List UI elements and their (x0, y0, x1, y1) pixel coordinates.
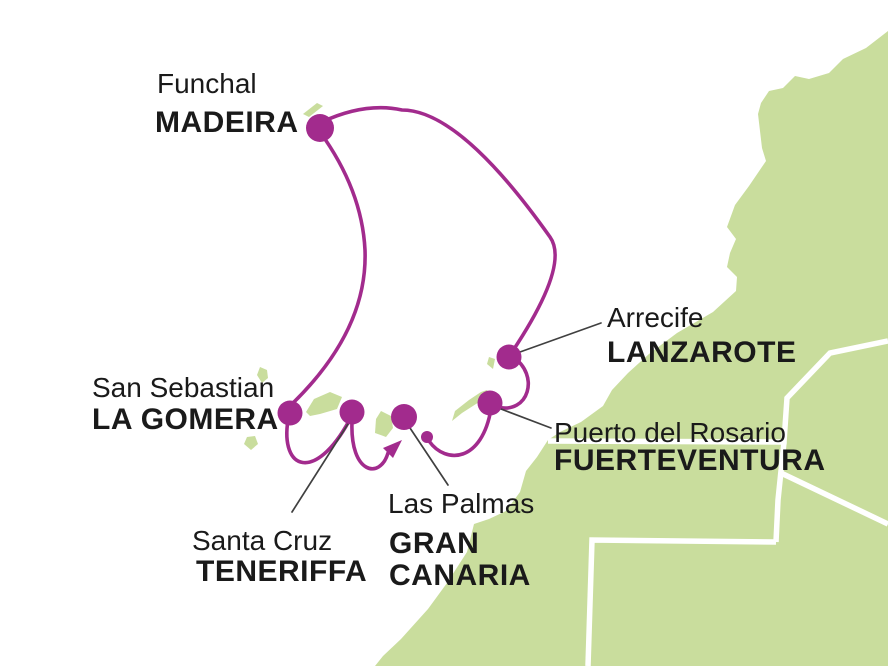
route-madeira-la-gomera (290, 130, 367, 406)
island-lanzarote (487, 357, 495, 369)
label-fuerteventura: Puerto del Rosario FUERTEVENTURA (554, 417, 826, 477)
label-la-gomera-city: San Sebastian (92, 372, 274, 403)
label-teneriffa: Santa Cruz TENERIFFA (192, 525, 367, 588)
island-madeira (303, 103, 323, 117)
country-border-north (547, 338, 888, 445)
label-fuerteventura-island: FUERTEVENTURA (554, 444, 826, 477)
country-border-vertical (773, 441, 787, 543)
port-dot-fuerteventura (477, 390, 503, 416)
label-gran-canaria-island-line2: CANARIA (389, 559, 531, 592)
country-border-diagonal (779, 470, 888, 527)
label-teneriffa-city: Santa Cruz (192, 525, 332, 556)
port-dot-lanzarote (496, 344, 522, 370)
label-la-gomera: San Sebastian LA GOMERA (92, 372, 279, 436)
label-madeira-island: MADEIRA (155, 106, 299, 139)
port-dot-la-gomera (277, 400, 303, 426)
route-gran-canaria-fuerteventura (427, 407, 493, 458)
label-madeira-city: Funchal (157, 68, 257, 99)
country-border-south (585, 537, 777, 666)
leader-fuerteventura (500, 408, 552, 429)
label-gran-canaria-city: Las Palmas (388, 488, 534, 519)
route-teneriffa-gran-canaria (350, 420, 390, 471)
leader-gran-canaria (409, 427, 449, 486)
route-lanzarote-madeira (320, 105, 557, 354)
route-fuerteventura-lanzarote (495, 355, 530, 410)
label-la-gomera-island: LA GOMERA (92, 403, 279, 436)
route-start-dot (421, 431, 433, 443)
island-el-hierro (244, 436, 258, 450)
label-fuerteventura-city: Puerto del Rosario (554, 417, 786, 448)
route-arrowhead (383, 440, 402, 458)
island-teneriffa (306, 392, 342, 416)
label-gran-canaria: Las Palmas GRAN CANARIA (388, 488, 534, 592)
leader-lanzarote (519, 322, 602, 353)
port-dot-gran-canaria (391, 404, 417, 430)
label-gran-canaria-island-line1: GRAN (389, 527, 479, 560)
label-lanzarote-island: LANZAROTE (607, 336, 796, 369)
port-dot-teneriffa (339, 399, 365, 425)
island-gran-canaria (375, 411, 393, 437)
label-lanzarote-city: Arrecife (607, 302, 703, 333)
mainland-africa (375, 31, 888, 666)
port-dot-madeira (306, 114, 334, 142)
label-teneriffa-island: TENERIFFA (196, 555, 367, 588)
route-la-gomera-teneriffa (285, 418, 351, 465)
island-la-palma (257, 367, 268, 383)
label-lanzarote: Arrecife LANZAROTE (607, 302, 796, 369)
label-madeira: Funchal MADEIRA (155, 68, 299, 139)
leader-teneriffa (291, 423, 349, 513)
